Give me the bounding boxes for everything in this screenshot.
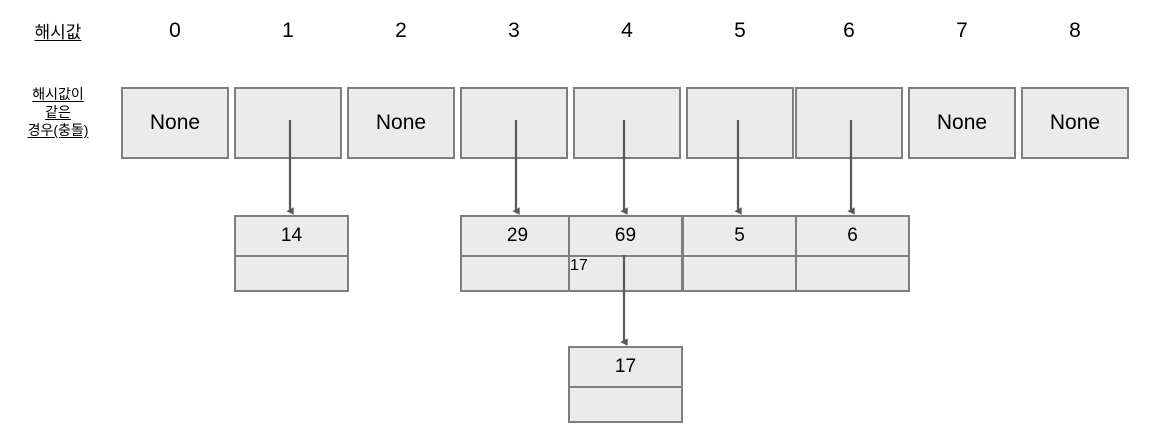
index-header-4: 4 xyxy=(621,19,633,42)
node-bucket-4-value-69[interactable]: 69 17 xyxy=(568,215,683,292)
node-bucket-4-value-17[interactable]: 17 xyxy=(568,346,683,423)
index-header-3: 3 xyxy=(508,19,520,42)
bucket-3[interactable] xyxy=(460,87,568,159)
node-value-cell: 17 xyxy=(570,348,681,388)
bucket-0[interactable]: None xyxy=(121,87,229,159)
index-header-0: 0 xyxy=(169,19,181,42)
node-next-cell xyxy=(570,388,681,421)
node-value-cell: 69 xyxy=(570,217,681,257)
index-header-6: 6 xyxy=(843,19,855,42)
index-header-8: 8 xyxy=(1069,19,1081,42)
node-value-cell: 6 xyxy=(797,217,908,257)
index-header-1: 1 xyxy=(282,19,294,42)
bucket-6[interactable] xyxy=(795,87,903,159)
row-label-collision: 해시값이 같은 경우(충돌) xyxy=(6,86,110,140)
index-header-2: 2 xyxy=(395,19,407,42)
node-bucket-3-value-29[interactable]: 29 xyxy=(460,215,575,292)
bucket-1[interactable] xyxy=(234,87,342,159)
node-bucket-1-value-14[interactable]: 14 xyxy=(234,215,349,292)
bucket-5[interactable] xyxy=(686,87,794,159)
row-label-collision-line-3: 경우(충돌) xyxy=(27,121,89,138)
node-next-cell xyxy=(684,257,795,290)
node-next-cell xyxy=(797,257,908,290)
bucket-4[interactable] xyxy=(573,87,681,159)
row-label-collision-line-2: 같은 xyxy=(45,103,71,120)
node-value-cell: 5 xyxy=(684,217,795,257)
index-header-7: 7 xyxy=(956,19,968,42)
node-value-cell: 14 xyxy=(236,217,347,257)
bucket-7[interactable]: None xyxy=(908,87,1016,159)
row-label-collision-line-1: 해시값이 xyxy=(32,86,84,102)
node-next-cell xyxy=(462,257,573,290)
node-next-cell: 17 xyxy=(570,257,588,274)
bucket-8[interactable]: None xyxy=(1021,87,1129,159)
row-label-hash-value: 해시값 xyxy=(8,22,108,44)
bucket-2[interactable]: None xyxy=(347,87,455,159)
node-value-cell: 29 xyxy=(462,217,573,257)
index-header-5: 5 xyxy=(734,19,746,42)
node-bucket-6-value-6[interactable]: 6 xyxy=(795,215,910,292)
row-label-hash-value-text: 해시값 xyxy=(34,23,82,42)
node-next-cell xyxy=(236,257,347,290)
node-bucket-5-value-5[interactable]: 5 xyxy=(682,215,797,292)
